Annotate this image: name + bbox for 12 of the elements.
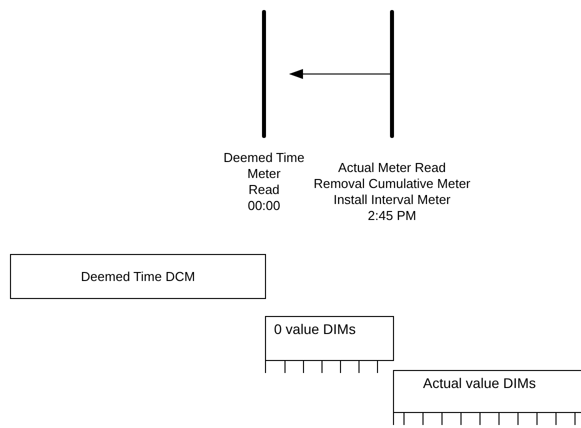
- marker-label: Actual Meter Read: [338, 160, 446, 176]
- marker-label: 00:00: [248, 198, 280, 214]
- interval-box: Actual value DIMs: [393, 370, 581, 413]
- marker-label: Install Interval Meter: [333, 192, 451, 208]
- marker-label: Deemed Time: [224, 150, 304, 166]
- marker-label: Read: [248, 182, 280, 198]
- marker-label: Meter: [247, 166, 281, 182]
- interval-box: Deemed Time DCM: [10, 254, 266, 299]
- arrow: [289, 69, 390, 79]
- interval-box: 0 value DIMs: [265, 316, 394, 361]
- marker-label: Removal Cumulative Meter: [314, 176, 470, 192]
- marker-label: 2:45 PM: [368, 208, 416, 224]
